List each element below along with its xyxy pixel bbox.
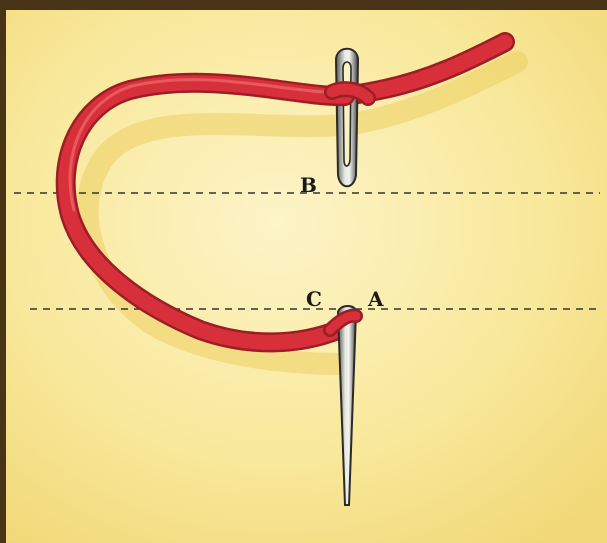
label-a: A	[367, 287, 384, 311]
label-c: C	[306, 287, 322, 311]
needle-upper	[336, 49, 358, 187]
label-b: B	[300, 173, 317, 197]
